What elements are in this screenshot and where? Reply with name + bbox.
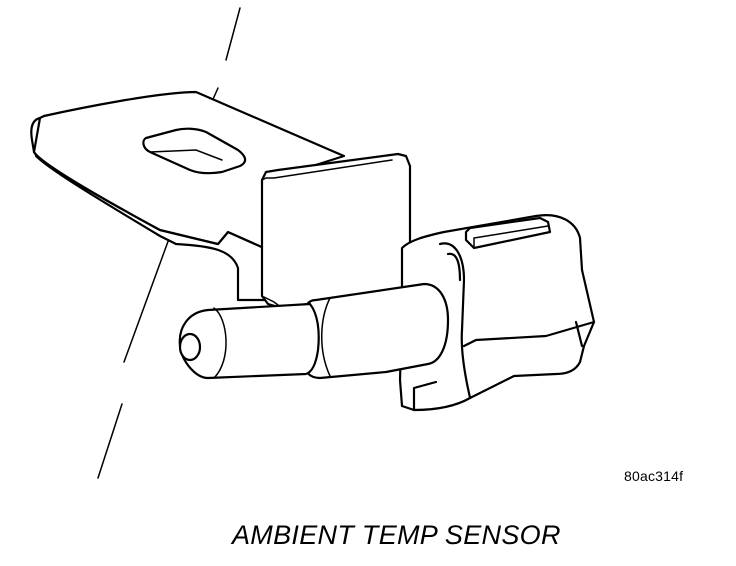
figure-caption: AMBIENT TEMP SENSOR xyxy=(232,520,561,550)
sensor-barrel xyxy=(178,282,450,380)
connector-housing xyxy=(398,214,596,412)
mounting-bracket xyxy=(30,90,346,302)
sensor-face-plate xyxy=(260,152,412,310)
figure-reference-code: 80ac314f xyxy=(624,468,684,484)
